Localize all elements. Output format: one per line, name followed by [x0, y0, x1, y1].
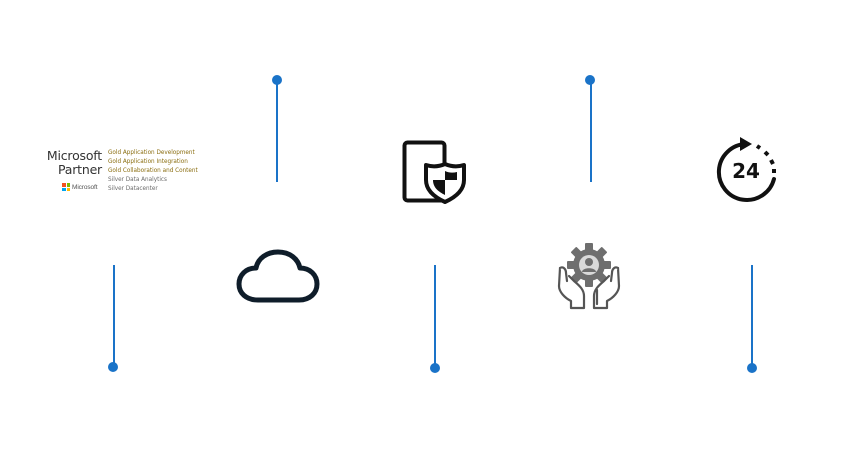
competency-list: Gold Application Development Gold Applic…	[108, 149, 198, 194]
competency-item: Silver Data Analytics	[108, 177, 167, 183]
clock-24-label: 24	[732, 159, 760, 183]
connector-line-2	[276, 80, 278, 182]
microsoft-logo-text: Microsoft	[72, 183, 98, 191]
connector-line-3	[434, 265, 436, 368]
connector-line-1	[113, 265, 115, 367]
connector-line-4	[590, 80, 592, 182]
partner-title-line2: Partner	[57, 162, 102, 177]
competency-item: Gold Collaboration and Content	[108, 168, 198, 174]
partner-title: Microsoft Partner	[44, 149, 102, 177]
connector-dot-4	[585, 75, 595, 85]
competency-item: Gold Application Development	[108, 150, 195, 156]
document-shield-icon	[402, 140, 468, 204]
partner-title-line1: Microsoft	[46, 148, 102, 163]
connector-dot-3	[430, 363, 440, 373]
connector-dot-1	[108, 362, 118, 372]
connector-dot-2	[272, 75, 282, 85]
microsoft-logo-icon	[62, 183, 70, 191]
connector-dot-5	[747, 363, 757, 373]
clock-24-icon: 24	[710, 135, 782, 207]
competency-item: Silver Datacenter	[108, 186, 158, 192]
hands-gear-icon	[555, 242, 623, 312]
microsoft-logo: Microsoft	[62, 182, 98, 192]
microsoft-partner-badge: Microsoft Partner Microsoft Gold Applica…	[44, 147, 214, 197]
connector-line-5	[751, 265, 753, 368]
competency-item: Gold Application Integration	[108, 159, 188, 165]
cloud-icon	[236, 248, 320, 306]
